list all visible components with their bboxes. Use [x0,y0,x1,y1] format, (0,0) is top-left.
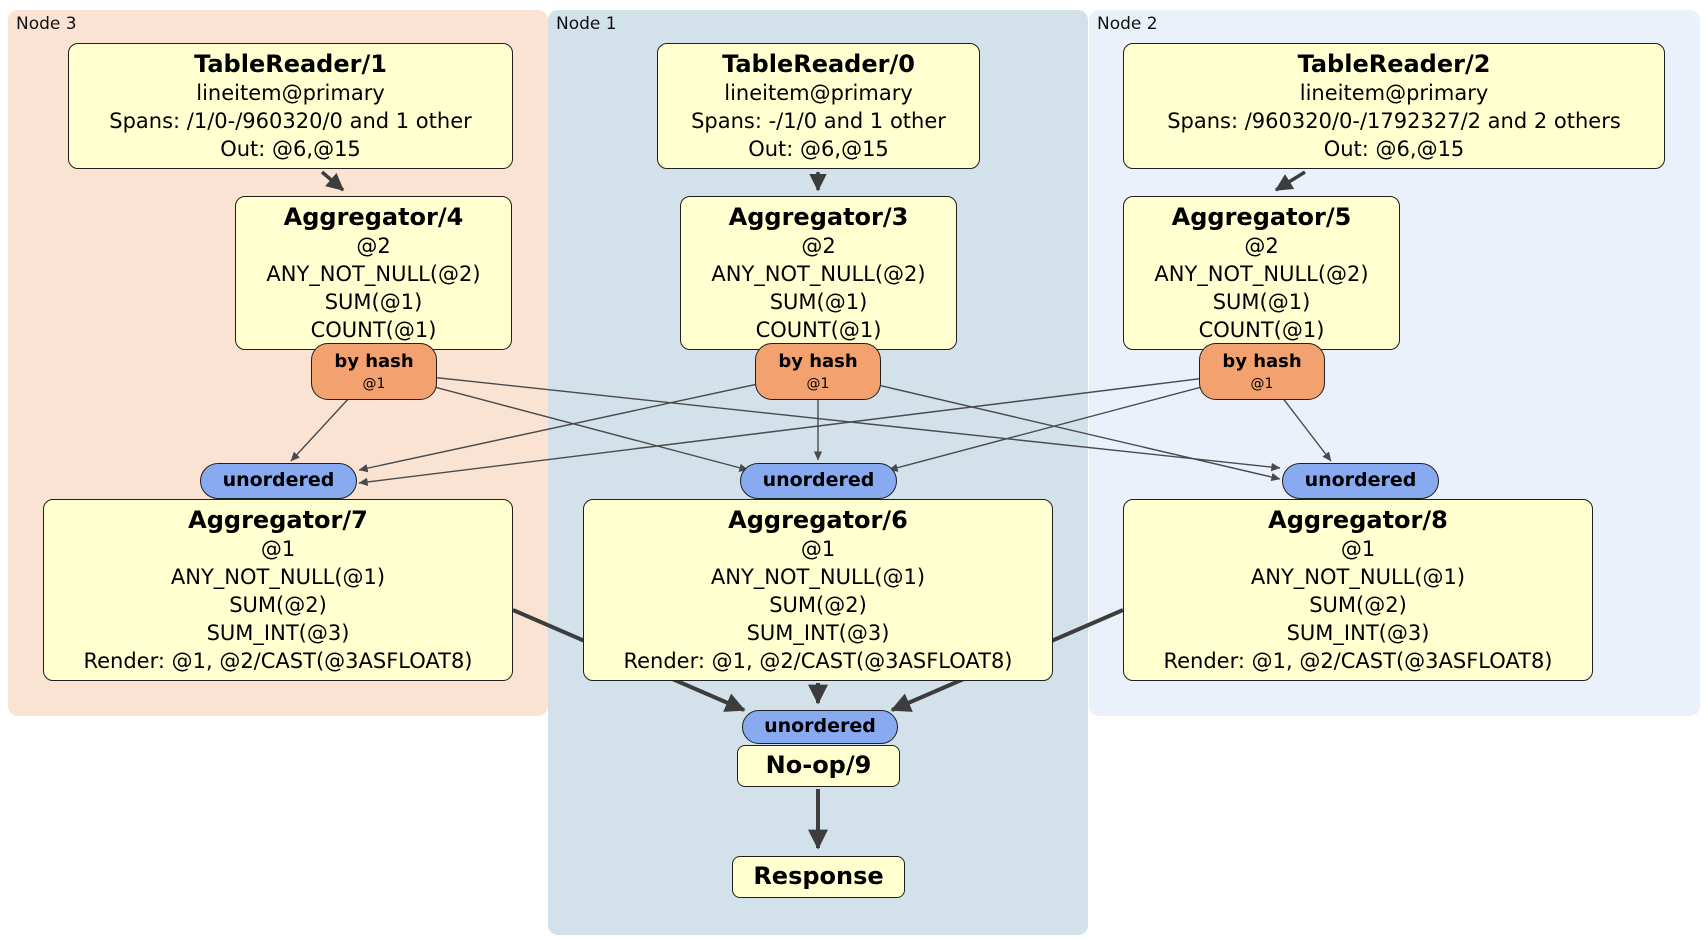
processor-detail-line: ANY_NOT_NULL(@2) [1154,262,1369,286]
response-box: Response [732,856,905,898]
node-1-label: Node 1 [556,14,617,34]
edge-byhash3-unordered2 [373,370,1281,472]
processor-detail-line: Out: @6,@15 [1323,137,1465,161]
router-label: by hash [778,351,858,372]
processor-title: Aggregator/7 [188,506,368,534]
router-hash-columns: @1 [1250,376,1274,392]
processor-detail-line: SUM(@1) [1212,290,1311,314]
router-hash-columns: @1 [806,376,830,392]
router-hash-columns: @1 [362,376,386,392]
processor-detail-line: ANY_NOT_NULL(@2) [711,262,926,286]
processor-detail-line: lineitem@primary [724,81,913,105]
processor-detail-line: @1 [1340,537,1376,561]
synchronizer-unordered-final: unordered [742,710,898,744]
edge-byhash1-unordered3 [358,370,819,473]
processor-detail-line: SUM_INT(@3) [746,621,890,645]
processor-tablereader-2: TableReader/2 lineitem@primary Spans: /9… [1123,43,1665,169]
edge-tr1-agg4 [320,170,345,192]
processor-detail-line: @2 [1244,234,1279,258]
edge-byhash2-unordered3 [358,370,1263,487]
processor-title: Aggregator/8 [1268,506,1448,534]
processor-detail-line: Render: @1, @2/CAST(@3ASFLOAT8) [1163,649,1553,673]
processor-detail-line: lineitem@primary [1299,81,1489,105]
processor-title: Aggregator/3 [728,203,909,231]
processor-detail-line: @1 [260,537,296,561]
processor-detail-line: Spans: /960320/0-/1792327/2 and 2 others [1167,109,1621,133]
processor-detail-line: COUNT(@1) [310,318,437,342]
processor-detail-line: COUNT(@1) [755,318,882,342]
processor-aggregator-6: Aggregator/6 @1 ANY_NOT_NULL(@1) SUM(@2)… [583,499,1053,681]
processor-detail-line: Render: @1, @2/CAST(@3ASFLOAT8) [623,649,1013,673]
processor-detail-line: Out: @6,@15 [220,137,361,161]
processor-tablereader-0: TableReader/0 lineitem@primary Spans: -/… [657,43,980,169]
processor-title: Aggregator/5 [1171,203,1352,231]
processor-title: TableReader/0 [722,50,915,78]
router-label: by hash [334,351,414,372]
processor-tablereader-1: TableReader/1 lineitem@primary Spans: /1… [68,43,513,169]
processor-detail-line: SUM(@2) [769,593,867,617]
processor-title: TableReader/2 [1297,50,1491,78]
edge-tr2-agg5 [1274,170,1306,192]
processor-detail-line: COUNT(@1) [1198,318,1325,342]
processor-detail-line: Out: @6,@15 [748,137,889,161]
processor-aggregator-8: Aggregator/8 @1 ANY_NOT_NULL(@1) SUM(@2)… [1123,499,1593,681]
processor-aggregator-7: Aggregator/7 @1 ANY_NOT_NULL(@1) SUM(@2)… [43,499,513,681]
processor-detail-line: @1 [800,537,836,561]
processor-detail-line: ANY_NOT_NULL(@2) [266,262,481,286]
processor-noop: No-op/9 [737,745,900,787]
processor-detail-line: ANY_NOT_NULL(@1) [710,565,926,589]
synchronizer-unordered-node1: unordered [740,463,897,499]
processor-detail-line: SUM_INT(@3) [206,621,350,645]
processor-detail-line: SUM(@1) [324,290,423,314]
processor-aggregator-5: Aggregator/5 @2 ANY_NOT_NULL(@2) SUM(@1)… [1123,196,1400,350]
processor-aggregator-4: Aggregator/4 @2 ANY_NOT_NULL(@2) SUM(@1)… [235,196,512,350]
processor-detail-line: SUM(@2) [229,593,327,617]
processor-detail-line: Render: @1, @2/CAST(@3ASFLOAT8) [83,649,473,673]
processor-detail-line: ANY_NOT_NULL(@1) [1250,565,1466,589]
processor-detail-line: SUM(@1) [769,290,868,314]
node-2-label: Node 2 [1097,14,1158,34]
synchronizer-unordered-node3: unordered [200,463,357,499]
router-label: by hash [1222,351,1302,372]
processor-title: Aggregator/6 [728,506,908,534]
processor-detail-line: ANY_NOT_NULL(@1) [170,565,386,589]
processor-title: Aggregator/4 [283,203,464,231]
node-3-label: Node 3 [16,14,77,34]
processor-detail-line: Spans: -/1/0 and 1 other [691,109,946,133]
processor-detail-line: Spans: /1/0-/960320/0 and 1 other [109,109,472,133]
edge-byhash1-unordered2 [817,370,1281,482]
router-by-hash-node3: by hash @1 [311,343,437,400]
processor-detail-line: @2 [801,234,836,258]
router-by-hash-node1: by hash @1 [755,343,881,400]
processor-title: TableReader/1 [194,50,387,78]
processor-aggregator-3: Aggregator/3 @2 ANY_NOT_NULL(@2) SUM(@1)… [680,196,957,350]
processor-detail-line: lineitem@primary [196,81,385,105]
synchronizer-unordered-node2: unordered [1282,463,1439,499]
router-by-hash-node2: by hash @1 [1199,343,1325,400]
processor-detail-line: @2 [356,234,391,258]
processor-detail-line: SUM_INT(@3) [1286,621,1430,645]
processor-detail-line: SUM(@2) [1309,593,1407,617]
